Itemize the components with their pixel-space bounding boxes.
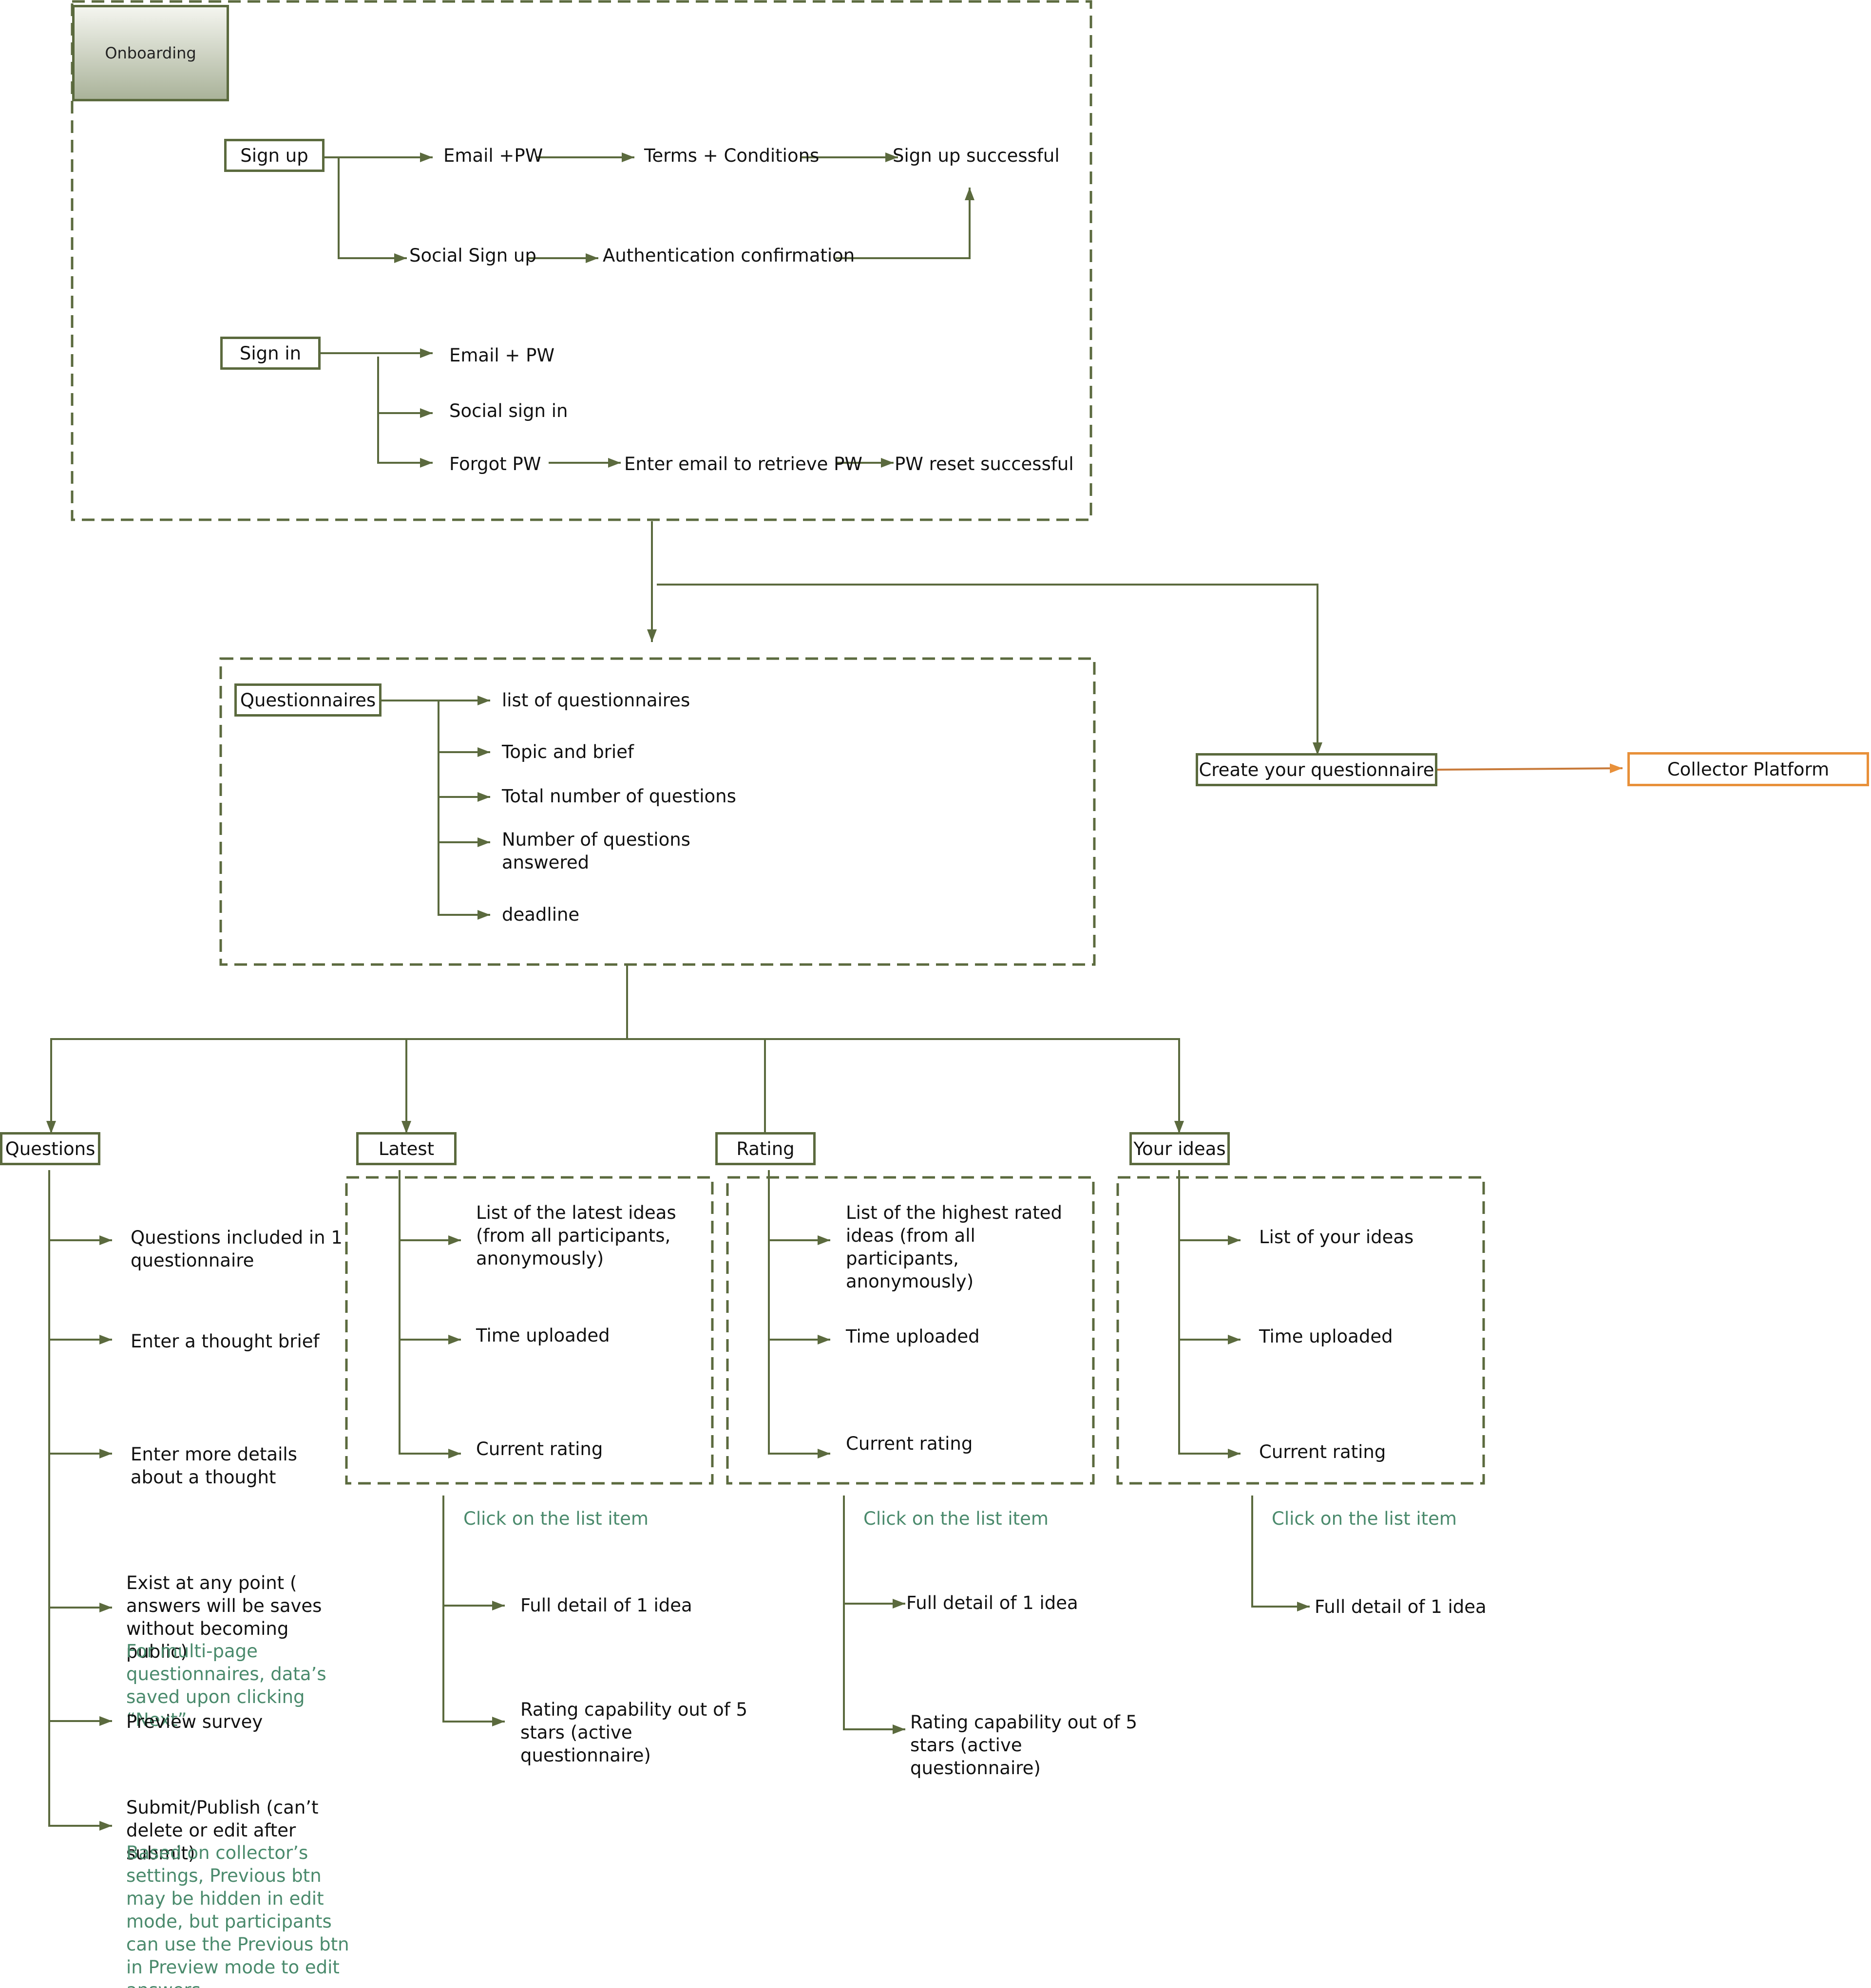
rating-item: Current rating: [846, 1433, 973, 1454]
onboarding-container: [71, 0, 1092, 521]
social-sign-up: Social Sign up: [409, 245, 536, 266]
latest-tab-node[interactable]: Latest: [356, 1132, 457, 1165]
latest-full-detail: Full detail of 1 idea: [520, 1595, 692, 1616]
your-ideas-click-note: Click on the list item: [1272, 1508, 1457, 1529]
multipage-note: For multi-page questionnaires, data’s sa…: [126, 1641, 326, 1730]
rating-click-note: Click on the list item: [863, 1508, 1049, 1529]
questions-item: Preview survey: [126, 1711, 263, 1732]
rating-tab-node[interactable]: Rating: [715, 1132, 816, 1165]
rating-container: [726, 1176, 1095, 1485]
questionnaire-item: Number of questions answered: [502, 829, 690, 873]
questions-item: Exist at any point ( answers will be sav…: [126, 1572, 322, 1662]
questions-item: Enter more details about a thought: [131, 1444, 297, 1488]
your-ideas-container: [1116, 1176, 1485, 1485]
questionnaire-item: list of questionnaires: [502, 690, 690, 711]
rating-item: List of the highest rated ideas (from al…: [846, 1202, 1062, 1292]
submit-note: Based on collector’s settings, Previous …: [126, 1842, 349, 1988]
your-ideas-item: Time uploaded: [1259, 1326, 1393, 1347]
your-ideas-item: Current rating: [1259, 1441, 1386, 1462]
sign-in-node[interactable]: Sign in: [220, 337, 321, 370]
forgot-pw: Forgot PW: [449, 454, 541, 474]
enter-email-retrieve-pw: Enter email to retrieve PW: [624, 454, 863, 474]
rating-rating-capability: Rating capability out of 5 stars (active…: [910, 1712, 1138, 1779]
latest-click-note: Click on the list item: [463, 1508, 649, 1529]
your-ideas-item: List of your ideas: [1259, 1227, 1414, 1248]
questions-item: Submit/Publish (can’t delete or edit aft…: [126, 1797, 319, 1864]
create-questionnaire-node[interactable]: Create your questionnaire: [1196, 753, 1437, 786]
latest-item: Time uploaded: [476, 1325, 610, 1346]
rating-full-detail: Full detail of 1 idea: [906, 1592, 1078, 1613]
pw-reset-successful: PW reset successful: [895, 454, 1074, 474]
latest-item: List of the latest ideas (from all parti…: [476, 1202, 676, 1269]
sign-up-node[interactable]: Sign up: [224, 139, 325, 172]
questions-tab-node[interactable]: Questions: [0, 1132, 100, 1165]
questionnaire-item: Total number of questions: [502, 786, 736, 807]
onboarding-title: Onboarding: [72, 5, 229, 101]
questionnaires-container: [219, 657, 1096, 966]
questionnaire-item: Topic and brief: [502, 741, 634, 762]
latest-item: Current rating: [476, 1439, 603, 1459]
sign-up-email-pw: Email +PW: [443, 145, 543, 166]
sign-up-terms: Terms + Conditions: [644, 145, 820, 166]
sign-up-successful: Sign up successful: [893, 145, 1060, 166]
rating-item: Time uploaded: [846, 1326, 980, 1347]
your-ideas-full-detail: Full detail of 1 idea: [1315, 1596, 1487, 1617]
sign-in-email-pw: Email + PW: [449, 345, 555, 366]
latest-container: [345, 1176, 714, 1485]
collector-platform-node[interactable]: Collector Platform: [1627, 752, 1869, 786]
questionnaire-item: deadline: [502, 904, 580, 925]
your-ideas-tab-node[interactable]: Your ideas: [1129, 1132, 1230, 1165]
social-sign-in: Social sign in: [449, 400, 568, 421]
questionnaires-node[interactable]: Questionnaires: [234, 683, 382, 717]
authentication-confirmation: Authentication confirmation: [603, 245, 855, 266]
latest-rating-capability: Rating capability out of 5 stars (active…: [520, 1699, 748, 1766]
questions-item: Questions included in 1 questionnaire: [131, 1227, 343, 1271]
questions-item: Enter a thought brief: [131, 1331, 320, 1352]
